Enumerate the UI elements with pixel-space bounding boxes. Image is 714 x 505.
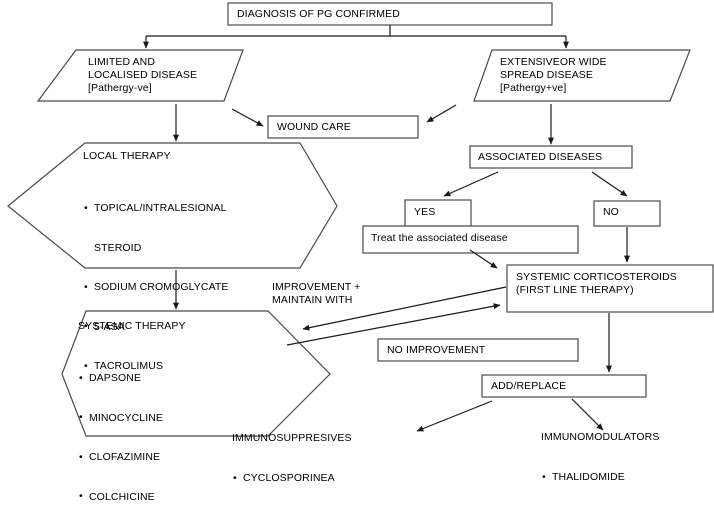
label-no: NO — [603, 206, 619, 218]
list-item: TOPICAL/INTRALESIONAL — [83, 202, 229, 216]
edge-associated-no — [591, 171, 628, 197]
group-systemic-therapy: SYSTEMIC THERAPY DAPSONE MINOCYCLINE CLO… — [78, 320, 186, 505]
label-extensive-line3: [Pathergy+ve] — [500, 82, 567, 94]
edge-extensive-wound-care — [426, 104, 457, 123]
group-immunosuppresives: IMMUNOSUPPRESIVES CYCLOSPORINEA AZATHIOP… — [232, 432, 387, 505]
group-immunomodulators: IMMUNOMODULATORS THALIDOMIDE INFLIXIMAB … — [541, 431, 659, 505]
label-add-replace: ADD/REPLACE — [491, 380, 567, 392]
edge-limited-wound-care — [231, 108, 264, 127]
list-item: THALIDOMIDE — [541, 471, 659, 485]
list-immunomodulators: THALIDOMIDE INFLIXIMAB INTERFERON α IVIG — [541, 445, 659, 505]
label-extensive-line1: EXTENSIVEOR WIDE — [500, 56, 607, 68]
label-corticosteroids: SYSTEMIC CORTICOSTEROIDS (FIRST LINE THE… — [516, 271, 677, 297]
list-immunosuppresives: CYCLOSPORINEA AZATHIOPRINE MYCOPHENOLATE… — [232, 446, 387, 505]
edge-no-improvement-to-corticosteroids — [286, 303, 501, 346]
label-no-improvement: NO IMPROVEMENT — [387, 344, 486, 356]
label-diagnosis: DIAGNOSIS OF PG CONFIRMED — [237, 8, 400, 20]
group-local-therapy: LOCAL THERAPY TOPICAL/INTRALESIONAL STER… — [83, 150, 229, 400]
list-item: TACROLIMUS — [83, 360, 229, 374]
label-limited-line1: LIMITED AND — [88, 56, 156, 68]
label-improvement-line2: MAINTAIN WITH — [272, 294, 353, 306]
label-improvement-line1: IMPROVEMENT + — [272, 281, 361, 293]
list-item: SODIUM CROMOGLYCATE — [83, 281, 229, 295]
label-systemic-therapy-heading: SYSTEMIC THERAPY — [78, 320, 186, 332]
label-yes: YES — [414, 206, 436, 218]
label-extensive-line2: SPREAD DISEASE — [500, 69, 594, 81]
list-local-therapy: TOPICAL/INTRALESIONAL STEROID SODIUM CRO… — [83, 176, 229, 400]
label-immunomodulators-heading: IMMUNOMODULATORS — [541, 431, 660, 443]
label-treat-associated: Treat the associated disease — [371, 232, 508, 244]
label-limited-line3: [Pathergy-ve] — [88, 82, 152, 94]
label-limited-line2: LOCALISED DISEASE — [88, 69, 198, 81]
list-item: MINOCYCLINE — [78, 411, 186, 426]
list-item: DAPSONE — [78, 372, 186, 386]
edge-associated-yes — [443, 171, 499, 197]
list-item: CYCLOSPORINEA — [232, 472, 387, 486]
list-item: CLOFAZIMINE — [78, 451, 186, 465]
edge-add-replace-immunosuppresives — [416, 400, 493, 432]
edge-diagnosis-split — [146, 25, 566, 37]
edge-treat-corticosteroids — [469, 249, 498, 269]
label-associated-diseases: ASSOCIATED DISEASES — [478, 151, 603, 163]
list-item-continuation: STEROID — [94, 241, 142, 254]
list-item: 5-ASA — [83, 320, 229, 335]
label-corticosteroids-line1: SYSTEMIC CORTICOSTEROIDS — [516, 271, 677, 283]
label-corticosteroids-line2: (FIRST LINE THERAPY) — [516, 284, 634, 296]
list-item: COLCHICINE — [78, 490, 186, 505]
list-systemic-therapy: DAPSONE MINOCYCLINE CLOFAZIMINE COLCHICI… — [78, 346, 186, 505]
label-wound-care: WOUND CARE — [277, 121, 351, 133]
label-immunosuppresives-heading: IMMUNOSUPPRESIVES — [232, 432, 352, 444]
label-local-therapy-heading: LOCAL THERAPY — [83, 150, 171, 162]
label-limited-disease: LIMITED AND LOCALISED DISEASE [Pathergy-… — [88, 56, 197, 95]
label-extensive-disease: EXTENSIVEOR WIDE SPREAD DISEASE [Patherg… — [500, 56, 607, 95]
label-improvement-edge: IMPROVEMENT + MAINTAIN WITH — [272, 281, 360, 307]
edge-add-replace-immunomodulators — [571, 398, 604, 431]
